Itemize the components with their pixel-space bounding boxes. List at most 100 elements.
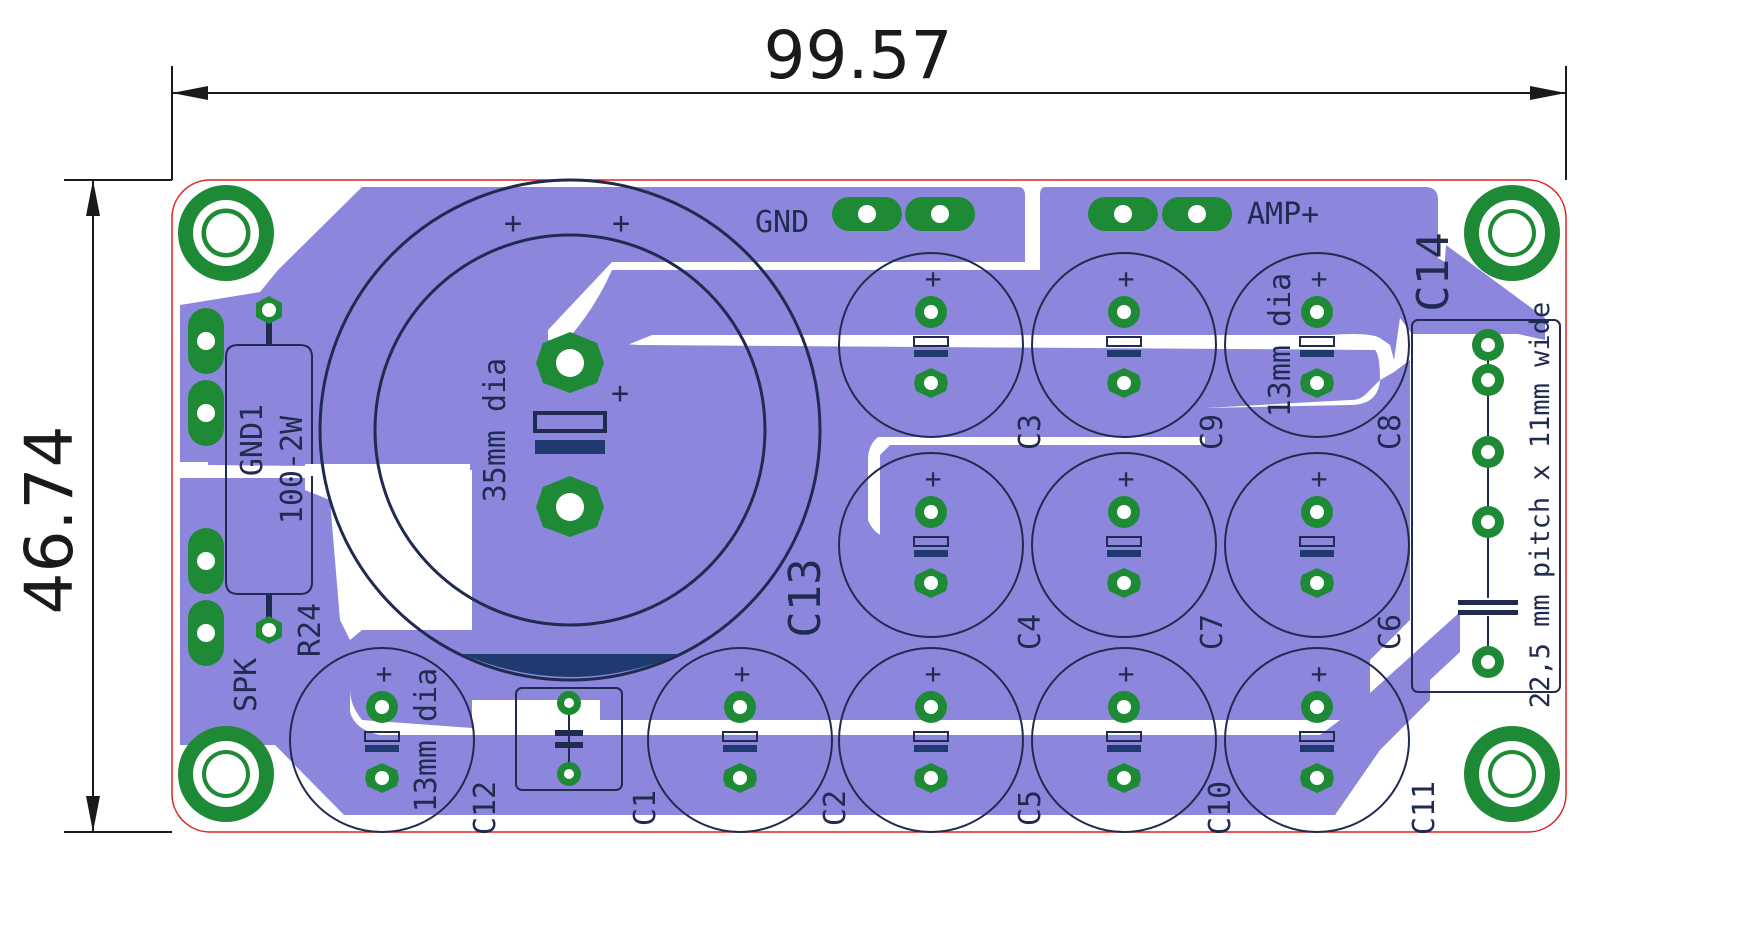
polarity-bar <box>722 731 758 742</box>
capacitor-c1: + C1 <box>628 647 833 833</box>
polarity-bar-filled <box>1300 550 1334 557</box>
left-connector-pads: SPK <box>188 308 264 712</box>
capacitor-outline <box>1224 452 1410 638</box>
polarity-bar <box>1106 731 1142 742</box>
corner-pour <box>1440 245 1545 330</box>
height-dimension: 46.74 <box>11 179 172 833</box>
polarity-bar <box>1299 731 1335 742</box>
capacitor-ref-label: C5 <box>1013 790 1048 826</box>
capacitor-c9: + C9 <box>1031 252 1230 450</box>
plus-mark: + <box>1118 462 1135 495</box>
capacitor-outline <box>838 452 1024 638</box>
gnd-connector: GND <box>755 197 975 240</box>
capacitor-outline <box>838 252 1024 438</box>
capacitor-c14: C14 22,5 mm pitch x 11mm wide <box>1408 232 1561 708</box>
c13-plus-2: + <box>612 206 630 241</box>
plus-mark: + <box>734 657 751 690</box>
width-dimension-text: 99.57 <box>764 17 953 94</box>
capacitor-outline <box>838 647 1024 833</box>
polarity-bar-filled <box>365 745 399 752</box>
polarity-bar <box>1106 336 1142 347</box>
capacitor-outline <box>1031 252 1217 438</box>
spk-label: SPK <box>229 658 264 712</box>
polarity-bar-filled <box>723 745 757 752</box>
plus-mark: + <box>1311 462 1328 495</box>
capacitor-ref-label: C1 <box>628 790 663 826</box>
polarity-bar <box>364 731 400 742</box>
plus-mark: + <box>925 262 942 295</box>
capacitor-c7: + C7 <box>1031 452 1230 650</box>
plus-mark: + <box>1311 262 1328 295</box>
mounting-hole-tr <box>1464 185 1560 281</box>
mounting-holes <box>178 185 1560 822</box>
r24-ref-label: R24 <box>293 603 328 657</box>
capacitor-outline <box>289 647 475 833</box>
mid-pour <box>472 360 1410 720</box>
polarity-bar <box>1106 536 1142 547</box>
capacitor-ref-label: C3 <box>1013 414 1048 450</box>
capacitor-ref-label: C9 <box>1195 414 1230 450</box>
polarity-bar <box>913 536 949 547</box>
capacitor-c6: + C6 <box>1224 452 1410 650</box>
plus-mark: + <box>1118 657 1135 690</box>
capacitor-outline <box>647 647 833 833</box>
capacitor-c5: + C5 <box>1013 647 1217 833</box>
capacitor-ref-label: C10 <box>1203 781 1238 835</box>
c13-plus-3: + <box>611 376 629 411</box>
capacitor-c10: + C10 <box>1203 647 1410 835</box>
polarity-bar-filled <box>914 350 948 357</box>
capacitor-ref-label: C4 <box>1013 614 1048 650</box>
plus-mark: + <box>1118 262 1135 295</box>
capacitor-ref-label: C12 <box>468 781 503 835</box>
plus-mark: + <box>1311 657 1328 690</box>
capacitor-outline <box>1031 647 1217 833</box>
polarity-bar <box>1299 536 1335 547</box>
c13-note: 35mm dia <box>478 358 513 503</box>
gnd-label: GND <box>755 205 809 240</box>
plus-mark: + <box>925 657 942 690</box>
capacitor-c4: +C4 <box>838 452 1048 650</box>
height-dimension-text: 46.74 <box>11 426 88 615</box>
capacitor-outline <box>1224 252 1410 438</box>
r24-value-label: 100-2W <box>275 415 310 524</box>
width-dimension: 99.57 <box>171 17 1567 180</box>
polarity-bar-filled <box>1300 745 1334 752</box>
polarity-bar-filled <box>1107 745 1141 752</box>
amp-plus-connector: AMP+ <box>1088 197 1319 232</box>
gnd-pour <box>180 187 1380 728</box>
capacitor-ref-label: C11 <box>1407 781 1442 835</box>
resistor-r24: GND1 100-2W R24 <box>225 296 328 657</box>
mounting-hole-br <box>1464 726 1560 822</box>
polarity-bar-filled <box>1107 550 1141 557</box>
capacitor-ref-label: C2 <box>818 790 853 826</box>
capacitor-c2: + C2 <box>818 647 1024 833</box>
polarity-bar-filled <box>914 550 948 557</box>
small-film-cap <box>515 687 623 791</box>
polarity-bar <box>913 731 949 742</box>
capacitor-ref-label: C7 <box>1195 614 1230 650</box>
r24-net-label: GND1 <box>235 404 270 476</box>
polarity-bar <box>913 336 949 347</box>
polarity-bar <box>1299 336 1335 347</box>
capacitor-outline <box>1031 452 1217 638</box>
board-outline <box>171 179 1567 833</box>
capacitor-c13: + + + 35mm dia C13 <box>318 178 831 682</box>
c13-plus-1: + <box>504 206 522 241</box>
c14-note: 22,5 mm pitch x 11mm wide <box>1525 302 1556 708</box>
polarity-bar-filled <box>1300 350 1334 357</box>
polarity-bar-filled <box>1107 350 1141 357</box>
capacitor-ref-label: C6 <box>1373 614 1408 650</box>
c8-note: 13mm dia <box>1263 273 1298 418</box>
capacitor-c12: + C12 <box>289 647 503 835</box>
capacitor-c3: + C3 <box>838 252 1048 450</box>
polarity-bar-filled <box>914 745 948 752</box>
mounting-hole-tl <box>178 185 274 281</box>
plus-mark: + <box>376 657 393 690</box>
capacitor-c11: C11 <box>1407 781 1442 835</box>
capacitor-outline <box>1224 647 1410 833</box>
amp-pour <box>548 187 1545 398</box>
c13-ref: C13 <box>780 558 831 637</box>
c14-ref: C14 <box>1408 232 1459 311</box>
